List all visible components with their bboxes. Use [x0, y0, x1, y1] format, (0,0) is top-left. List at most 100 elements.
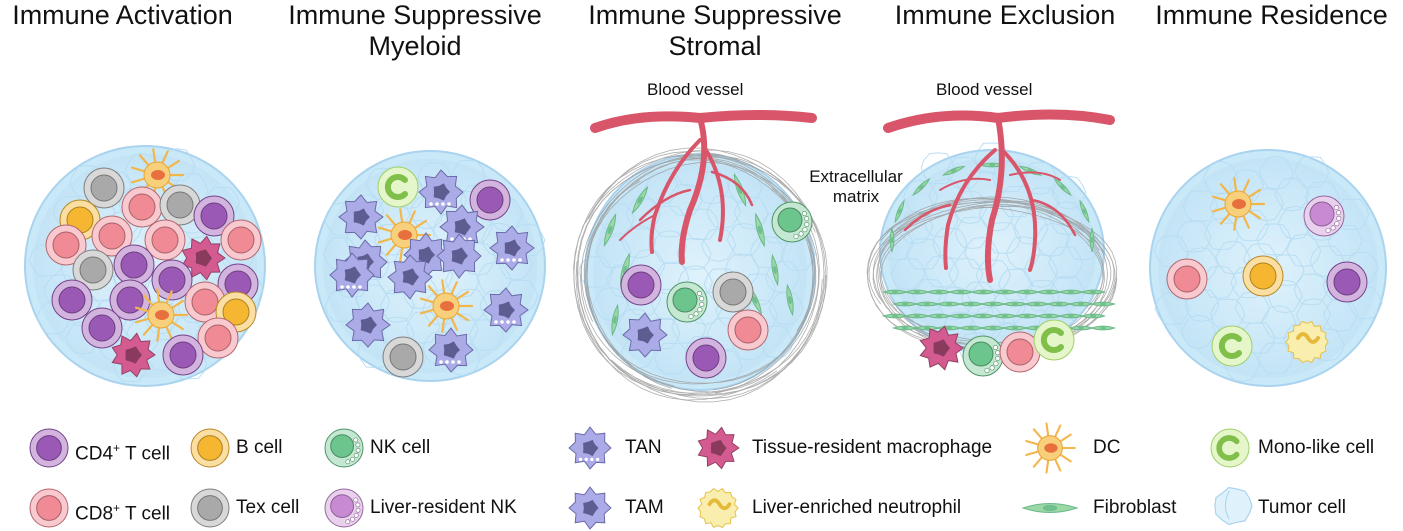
- cd4-cell: [151, 259, 193, 301]
- cd8-cell: [727, 309, 769, 351]
- cd4-t-cell-icon: [29, 428, 69, 468]
- tumor-cell-icon: [1214, 486, 1253, 526]
- fibroblast: [912, 177, 931, 197]
- fibroblast-layer: [603, 162, 1116, 337]
- fibroblast: [914, 325, 940, 331]
- cd4-cell: [51, 279, 93, 321]
- fibroblast: [1090, 325, 1116, 331]
- mono-like-cell-icon: [1210, 428, 1250, 468]
- dc-icon: [1025, 422, 1076, 474]
- cd4-cell: [81, 307, 123, 349]
- fibroblast: [611, 303, 619, 337]
- trm-cell: [919, 325, 964, 371]
- fibroblast: [958, 301, 984, 307]
- legend-liver-resident-nk: Liver-resident NK: [370, 497, 517, 518]
- b-cell-cell: [1242, 255, 1284, 297]
- legend-tan: TAN: [625, 437, 662, 458]
- fibroblast: [980, 301, 1006, 307]
- panel-4-title: Immune Exclusion: [894, 0, 1116, 30]
- nk-cell: [666, 281, 708, 323]
- fibroblast: [936, 301, 962, 307]
- tex-cell: [712, 271, 754, 313]
- nk-cell: [962, 335, 1004, 377]
- tan-cell: [489, 225, 535, 271]
- dc-cell: [130, 148, 185, 202]
- cd8-cell: [999, 331, 1041, 373]
- fibroblast: [904, 289, 930, 295]
- legend-tex-cell: Tex cell: [236, 497, 300, 518]
- cd4-cell: [1326, 261, 1368, 303]
- dc-cell: [1211, 177, 1266, 231]
- fibroblast: [1058, 289, 1084, 295]
- cd4-cell: [162, 334, 204, 376]
- fibroblast: [631, 185, 649, 215]
- fibroblast: [1080, 289, 1106, 295]
- fibroblast: [958, 325, 984, 331]
- tex-cell-icon: [190, 488, 230, 528]
- fibroblast: [1002, 325, 1028, 331]
- trm-cell: [111, 332, 156, 378]
- tam-icon: [568, 486, 612, 530]
- fibroblast: [1068, 325, 1094, 331]
- tan-cell: [428, 327, 474, 373]
- fibroblast: [1079, 199, 1090, 224]
- legend-icons: [29, 422, 1253, 530]
- tam-cell: [622, 312, 668, 358]
- legend-cd8-t-cell: CD8+ T cell: [75, 501, 171, 525]
- tam-cell: [345, 302, 391, 348]
- tex-cell: [83, 167, 125, 209]
- cd8-cell: [121, 186, 163, 228]
- legend-mono-like-cell: Mono-like cell: [1258, 437, 1375, 458]
- fibroblast: [1080, 313, 1106, 319]
- panel-1-title: Immune Activation: [12, 0, 233, 30]
- mono-cell: [1211, 325, 1253, 367]
- blood-vessel-panel-3: [590, 110, 817, 265]
- tissue-resident-macrophage-icon: [697, 426, 740, 470]
- fibroblast: [914, 301, 940, 307]
- legend-b-cell: B cell: [236, 437, 283, 458]
- lr-nk-cell: [1303, 195, 1345, 237]
- cd4-cell: [193, 195, 235, 237]
- cd4-cell: [685, 337, 727, 379]
- dc-cell: [419, 279, 474, 333]
- fibroblast: [771, 253, 779, 287]
- dc-cell: [134, 288, 189, 342]
- liver-enriched-neutrophil-icon: [697, 487, 739, 529]
- cd4-cell: [620, 264, 662, 306]
- mono-cell: [1033, 319, 1075, 361]
- fibroblast: [1002, 301, 1028, 307]
- extracellular-matrix-label: Extracellular matrix: [809, 167, 903, 206]
- fibroblast: [603, 213, 617, 247]
- fibroblast: [755, 212, 765, 248]
- nk-cell: [771, 201, 813, 243]
- fibroblast: [1014, 289, 1040, 295]
- fibroblast: [992, 289, 1018, 295]
- fibroblast: [1068, 301, 1094, 307]
- fibroblast: [1024, 301, 1050, 307]
- cd4-cell: [113, 244, 155, 286]
- legend-dc: DC: [1093, 437, 1121, 458]
- fibroblast: [1090, 301, 1116, 307]
- fibroblast: [1089, 227, 1095, 253]
- fibroblast: [948, 289, 974, 295]
- panel-2-title: Immune Suppressive Myeloid: [288, 0, 542, 61]
- fibroblast: [970, 313, 996, 319]
- cd8-t-cell-icon: [29, 488, 69, 528]
- tex-cell: [72, 249, 114, 291]
- cd8-cell: [1166, 258, 1208, 300]
- legend-fibroblast: Fibroblast: [1093, 497, 1177, 518]
- fibroblast: [948, 313, 974, 319]
- tam-cell: [338, 194, 384, 240]
- liver-resident-nk-icon: [324, 488, 364, 528]
- fibroblast: [992, 313, 1018, 319]
- tan-cell: [329, 252, 375, 298]
- fibroblast: [1058, 313, 1084, 319]
- fibroblast: [970, 289, 996, 295]
- fibroblast: [1046, 301, 1072, 307]
- b-cell-icon: [190, 428, 230, 468]
- tex-cell: [159, 184, 201, 226]
- cd8-cell: [45, 224, 87, 266]
- fibroblast: [1036, 289, 1062, 295]
- fibroblast: [882, 289, 908, 295]
